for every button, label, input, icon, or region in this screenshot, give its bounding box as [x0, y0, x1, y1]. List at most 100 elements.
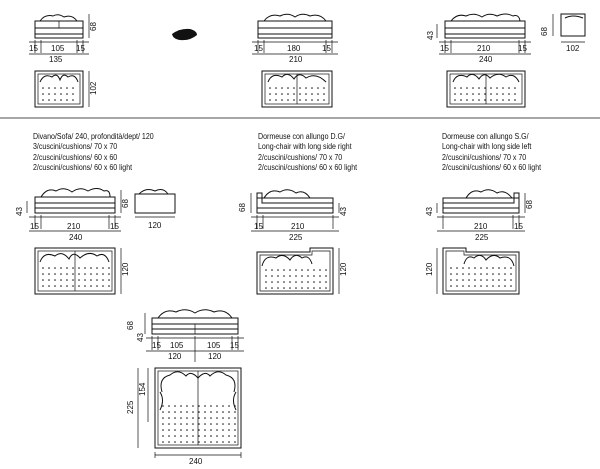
seat-dot — [307, 281, 309, 283]
seat-dot — [66, 93, 68, 95]
seat-dot — [287, 87, 289, 89]
seat-dot — [234, 441, 236, 443]
dim-label: 68 — [238, 203, 247, 212]
seat-dot — [504, 273, 506, 275]
seat-dot — [468, 267, 470, 269]
seat-dot — [269, 93, 271, 95]
seat-dot — [498, 285, 500, 287]
seat-dot — [84, 273, 86, 275]
seat-dot — [466, 93, 468, 95]
seat-dot — [102, 285, 104, 287]
seat-dot — [192, 435, 194, 437]
seat-dot — [168, 411, 170, 413]
seat-dot — [502, 93, 504, 95]
seat-dot — [265, 275, 267, 277]
seat-dot — [474, 279, 476, 281]
seat-dot — [313, 275, 315, 277]
seat-dot — [287, 93, 289, 95]
dim-label: 120 — [208, 352, 222, 361]
sofa-135-dim-width: 15 105 15 135 — [29, 40, 89, 64]
seat-dot — [186, 417, 188, 419]
seat-dot — [474, 267, 476, 269]
seat-dot — [277, 281, 279, 283]
seat-dot — [466, 87, 468, 89]
dim-label: 43 — [339, 207, 348, 216]
seat-dot — [472, 93, 474, 95]
dim-label: 15 — [230, 341, 239, 350]
seat-dot — [325, 287, 327, 289]
seat-dot — [60, 99, 62, 101]
seat-dot — [460, 87, 462, 89]
seat-dot — [72, 273, 74, 275]
seat-dot — [210, 411, 212, 413]
seat-dot — [168, 417, 170, 419]
seat-dot — [96, 279, 98, 281]
seat-dot — [96, 285, 98, 287]
long-chair-left-front-view — [442, 189, 520, 214]
seat-dot — [174, 417, 176, 419]
seat-dot — [192, 417, 194, 419]
seat-dot — [492, 273, 494, 275]
long-chair-right-front-view — [256, 189, 334, 214]
seat-dot — [486, 273, 488, 275]
seat-dot — [293, 99, 295, 101]
seat-dot — [486, 267, 488, 269]
seat-dot — [174, 429, 176, 431]
dim-label: 240 — [69, 233, 83, 242]
seat-dot — [96, 273, 98, 275]
seat-dot — [162, 441, 164, 443]
seat-dot — [319, 281, 321, 283]
seat-dot — [66, 273, 68, 275]
caption-line: 2/cuscini/cushions/ 60 x 60 light — [258, 162, 358, 173]
seat-dot — [514, 87, 516, 89]
seat-dot — [186, 411, 188, 413]
seat-dot — [496, 87, 498, 89]
seat-dot — [514, 93, 516, 95]
seat-dot — [48, 87, 50, 89]
seat-dot — [210, 429, 212, 431]
dim-label: 105 — [207, 341, 221, 350]
seat-dot — [305, 87, 307, 89]
dim-label: 68 — [525, 200, 534, 209]
seat-dot — [456, 273, 458, 275]
long-chair-right-dim-depth: 120 — [338, 248, 348, 294]
seat-dot — [216, 417, 218, 419]
dim-label: 15 — [514, 222, 523, 231]
seat-dot — [305, 99, 307, 101]
seat-dot — [48, 99, 50, 101]
seat-dot — [295, 281, 297, 283]
dim-label: 120 — [148, 221, 162, 230]
seat-dot — [277, 287, 279, 289]
seat-dot — [514, 99, 516, 101]
seat-dot — [480, 267, 482, 269]
seat-dot — [508, 99, 510, 101]
seat-dot — [186, 423, 188, 425]
seat-dot — [271, 275, 273, 277]
seat-dot — [72, 279, 74, 281]
seat-dot — [301, 287, 303, 289]
caption-sofa-240: Divano/Sofa/ 240, profondità/dept/ 120 3… — [33, 131, 154, 173]
dim-label: 120 — [425, 262, 434, 276]
seat-dot — [492, 279, 494, 281]
seat-dot — [78, 273, 80, 275]
seat-dot — [72, 93, 74, 95]
seat-dot — [283, 287, 285, 289]
seat-dot — [307, 287, 309, 289]
seat-dot — [490, 99, 492, 101]
seat-dot — [265, 287, 267, 289]
seat-dot — [66, 285, 68, 287]
seat-dot — [287, 99, 289, 101]
seat-dot — [289, 275, 291, 277]
seat-dot — [180, 417, 182, 419]
seat-dot — [168, 429, 170, 431]
seat-dot — [210, 441, 212, 443]
seat-dot — [198, 405, 200, 407]
seat-dot — [510, 285, 512, 287]
seat-dot — [484, 93, 486, 95]
seat-dot — [484, 99, 486, 101]
seat-dot — [168, 441, 170, 443]
seat-dot — [474, 273, 476, 275]
seat-dot — [502, 87, 504, 89]
